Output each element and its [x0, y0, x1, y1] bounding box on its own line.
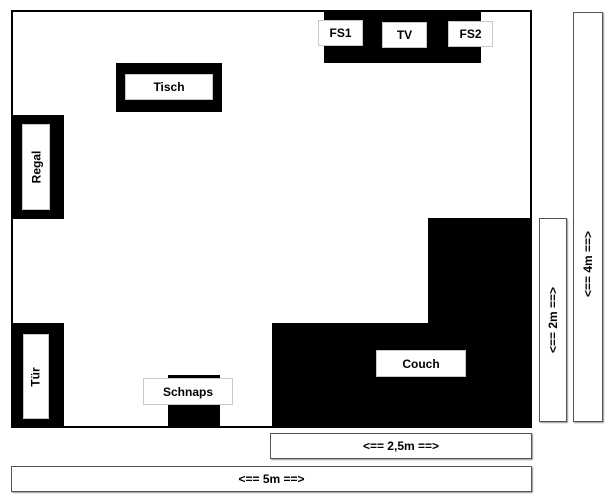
dimension-total-width: <== 5m ==> — [11, 466, 532, 492]
label-fs2: FS2 — [448, 21, 493, 47]
label-tuer-text: Tür — [29, 366, 43, 387]
couch-side — [428, 218, 532, 324]
dimension-couch-width: <== 2,5m ==> — [270, 433, 532, 459]
label-regal: Regal — [22, 124, 50, 210]
label-tuer: Tür — [23, 334, 49, 419]
label-regal-text: Regal — [29, 150, 43, 184]
dimension-total-height-text: <== 4m ==> — [581, 230, 595, 298]
label-fs1: FS1 — [318, 20, 363, 46]
dimension-couch-depth: <== 2m ==> — [539, 218, 567, 422]
label-schnaps: Schnaps — [143, 378, 233, 405]
label-tisch: Tisch — [125, 74, 213, 100]
dimension-total-height: <== 4m ==> — [573, 12, 603, 422]
dimension-couch-depth-text: <== 2m ==> — [546, 286, 560, 354]
label-couch: Couch — [376, 350, 466, 377]
label-tv: TV — [382, 22, 427, 48]
